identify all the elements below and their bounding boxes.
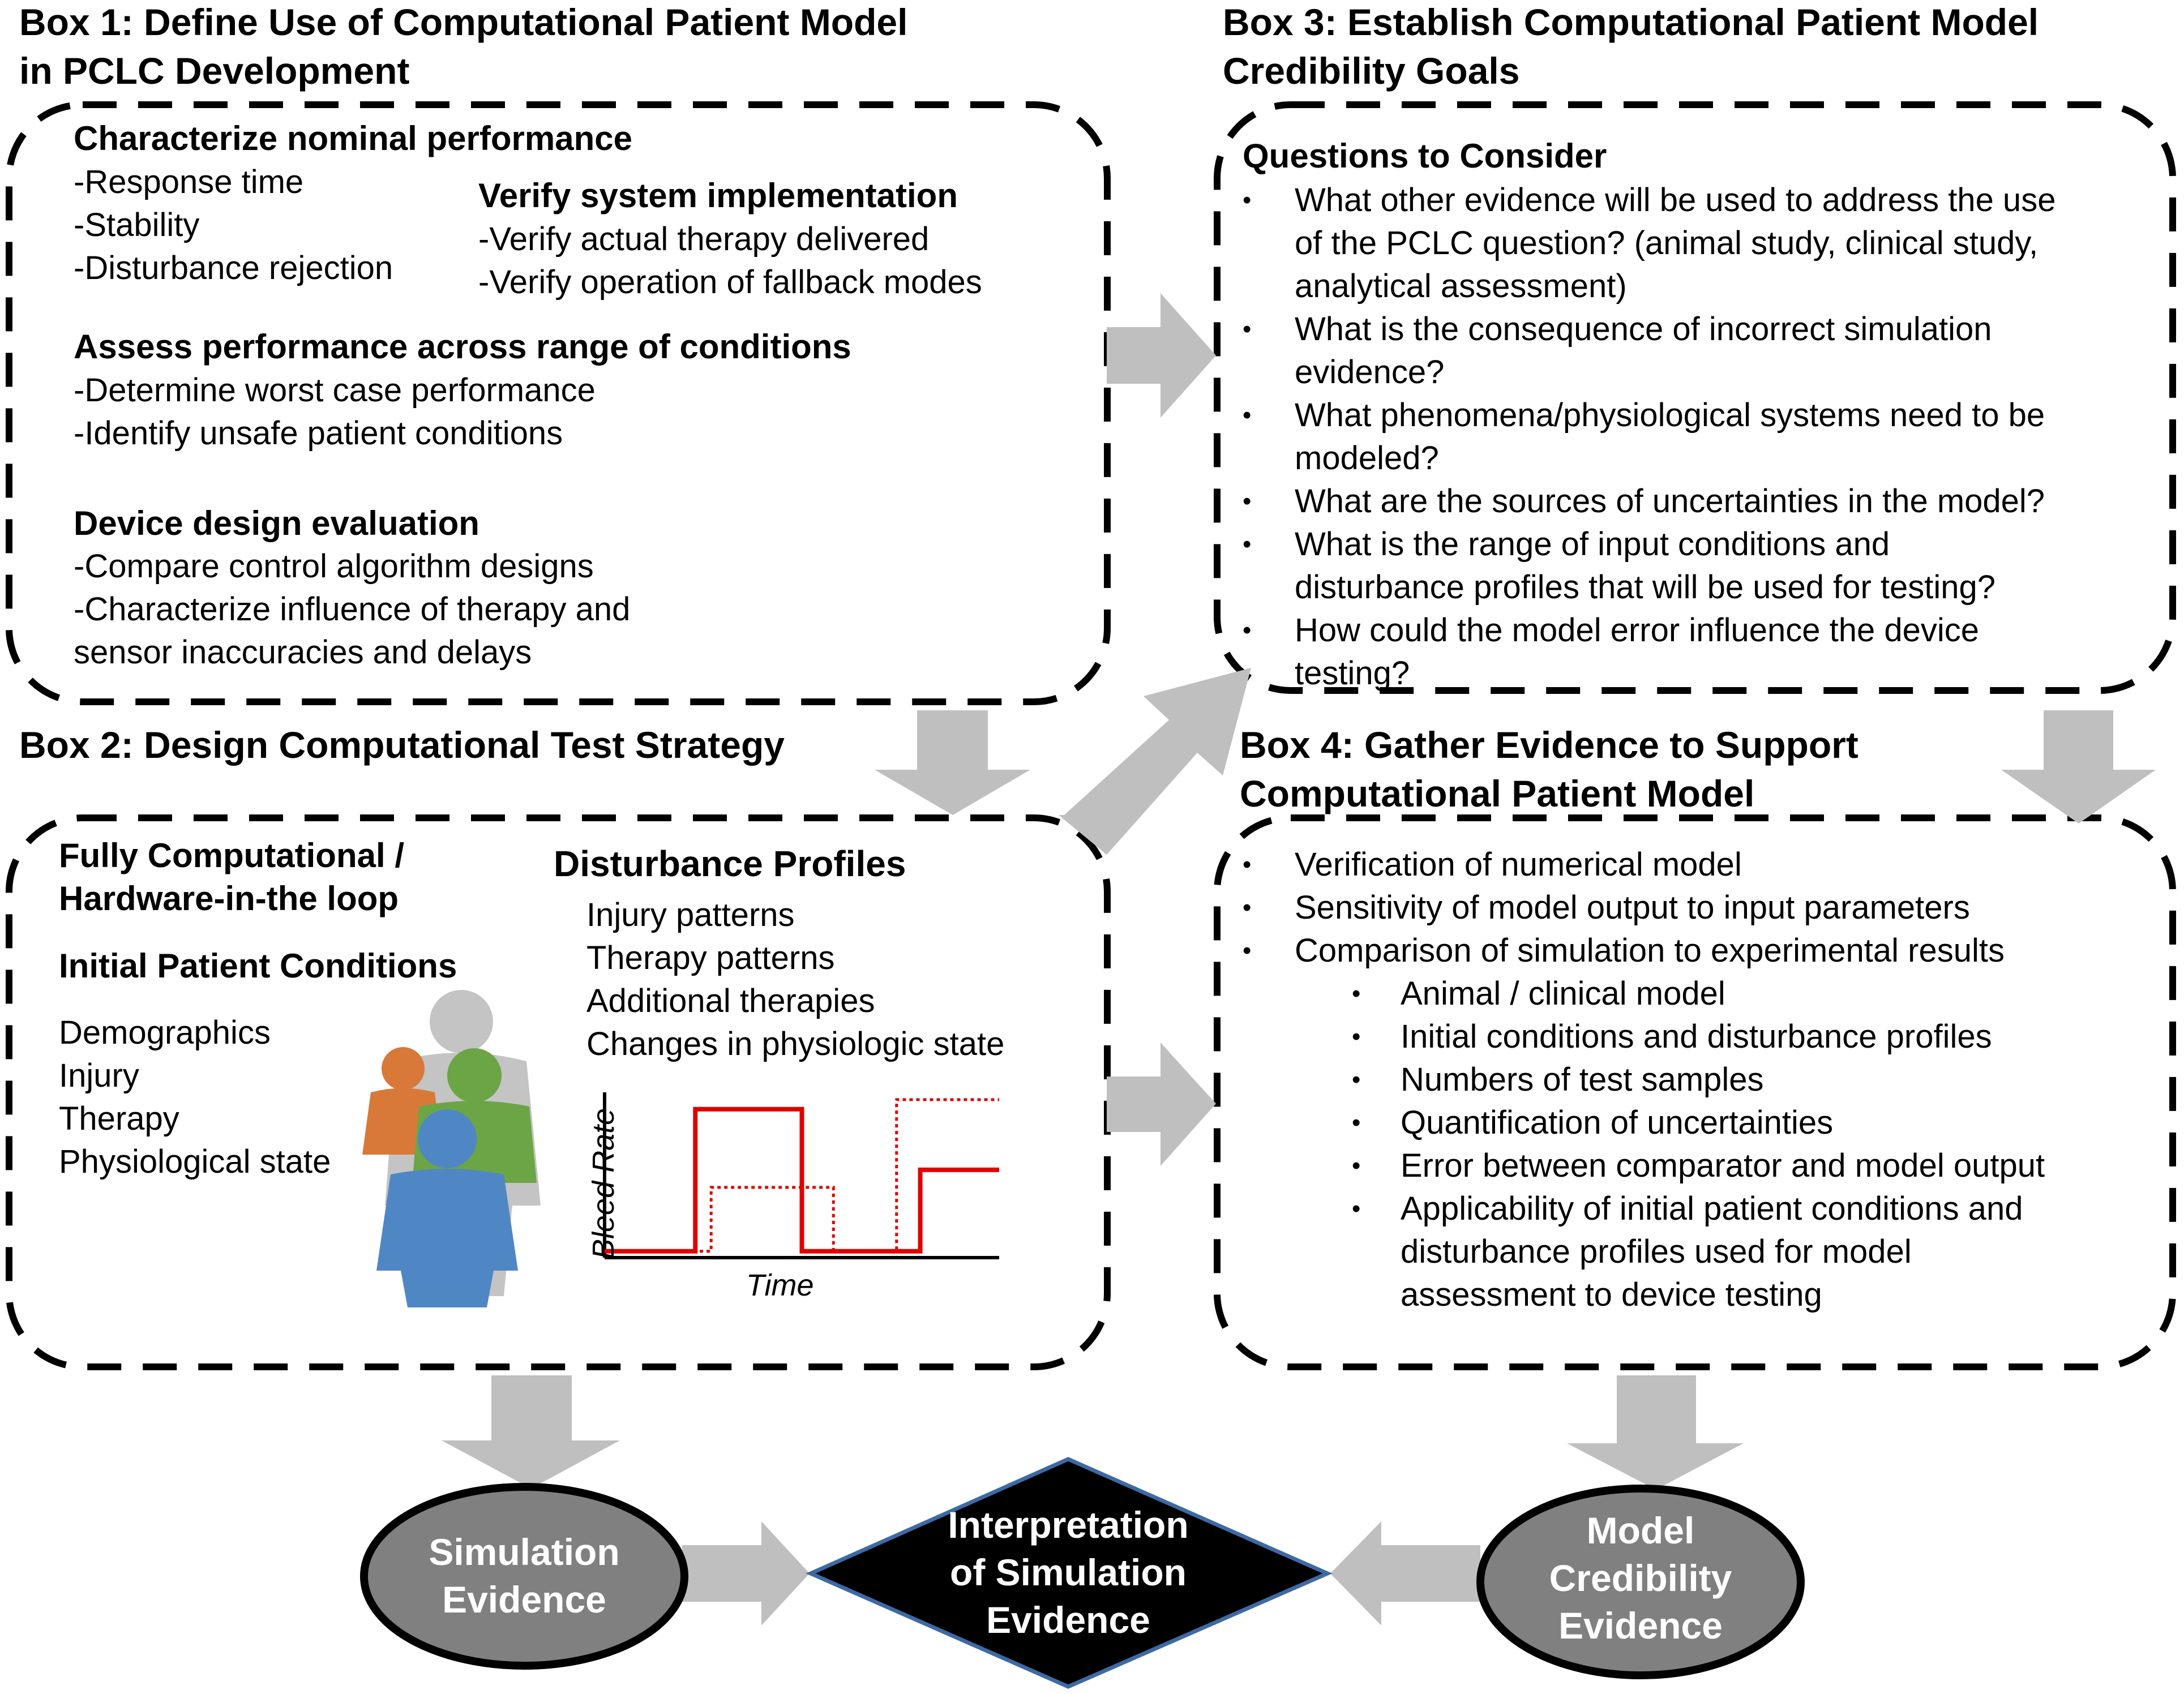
arrow-box1-to-box3 — [1107, 293, 1216, 418]
question-item: What other evidence will be used to addr… — [1243, 179, 2055, 308]
arrow-box2-to-simulation — [442, 1375, 620, 1489]
chart-series-dotted-line — [605, 1098, 999, 1253]
box2-mode-line1: Fully Computational / — [59, 837, 404, 874]
arrow-box2-to-box4 — [1107, 1043, 1216, 1166]
credibility-evidence-oval — [1476, 1485, 1805, 1679]
box1-nominal-item: -Response time — [74, 164, 304, 200]
box1-design-heading: Device design evaluation — [74, 504, 479, 542]
question-item: What is the range of input conditions an… — [1243, 523, 2055, 609]
box2-ipc-item: Injury — [59, 1057, 139, 1094]
box3-questions-list: What other evidence will be used to addr… — [1243, 179, 2055, 695]
box1-nominal-heading: Characterize nominal performance — [74, 119, 632, 157]
box1-design-item: sensor inaccuracies and delays — [74, 634, 532, 671]
box3-title-line1: Box 3: Establish Computational Patient M… — [1223, 1, 2039, 43]
box2-ipc-item: Demographics — [59, 1014, 271, 1051]
box1-nominal-item: -Disturbance rejection — [74, 250, 393, 286]
box1-frame — [6, 101, 1111, 705]
evidence-item: Comparison of simulation to experimental… — [1243, 929, 2005, 972]
box4-frame — [1214, 814, 2176, 1370]
comparison-subitem: Error between comparator and model outpu… — [1352, 1144, 2045, 1187]
box1-verify-item: -Verify actual therapy delivered — [478, 221, 930, 258]
box2-title: Box 2: Design Computational Test Strateg… — [19, 724, 785, 766]
simulation-evidence-oval — [360, 1483, 688, 1670]
arrow-credibility-to-interpretation — [1330, 1521, 1480, 1626]
comparison-subitem: Animal / clinical model — [1352, 972, 2045, 1015]
box2-dp-heading: Disturbance Profiles — [554, 843, 906, 884]
box4-title-line2: Computational Patient Model — [1240, 773, 1755, 814]
box1-verify-item: -Verify operation of fallback modes — [478, 264, 982, 301]
arrow-box1-to-box2 — [875, 710, 1030, 815]
box1-design-item: -Compare control algorithm designs — [74, 548, 594, 585]
chart-y-axis-label: Bleed Rate — [586, 1108, 620, 1259]
comparison-subitem: Quantification of uncertainties — [1352, 1101, 2045, 1144]
box1-verify-heading: Verify system implementation — [478, 177, 958, 215]
question-item: How could the model error influence the … — [1243, 609, 2055, 695]
box2-frame — [6, 814, 1111, 1370]
question-item: What phenomena/physiological systems nee… — [1243, 394, 2055, 480]
box4-title-line1: Box 4: Gather Evidence to Support — [1240, 724, 1858, 766]
box3-questions-heading: Questions to Consider — [1243, 137, 1607, 175]
patient-group-icon — [362, 990, 541, 1307]
arrow-box2-to-box3 — [1059, 668, 1251, 855]
box1-title-line2: in PCLC Development — [19, 50, 410, 92]
box2-ipc-heading: Initial Patient Conditions — [59, 947, 457, 985]
arrow-simulation-to-interpretation — [682, 1521, 810, 1626]
box2-dp-item: Additional therapies — [586, 983, 875, 1019]
evidence-item: Sensitivity of model output to input par… — [1243, 886, 2005, 929]
box1-title-line1: Box 1: Define Use of Computational Patie… — [19, 1, 908, 43]
chart-x-axis-label: Time — [746, 1268, 814, 1302]
box2-dp-item: Therapy patterns — [586, 940, 835, 976]
arrow-box4-to-credibility — [1567, 1375, 1744, 1490]
box2-dp-item: Changes in physiologic state — [586, 1026, 1005, 1062]
box2-dp-item: Injury patterns — [586, 897, 795, 933]
box4-comparison-sublist: Animal / clinical model Initial conditio… — [1352, 972, 2045, 1316]
arrow-box3-to-box4 — [2001, 710, 2156, 824]
chart-series-solid-line — [605, 1107, 999, 1254]
interpretation-diamond — [806, 1457, 1333, 1689]
box1-assess-item: -Determine worst case performance — [74, 372, 596, 409]
box3-title-line2: Credibility Goals — [1223, 50, 1520, 92]
box2-ipc-item: Therapy — [59, 1100, 179, 1137]
evidence-item: Verification of numerical model — [1243, 843, 2005, 886]
box4-evidence-list: Verification of numerical model Sensitiv… — [1243, 843, 2005, 972]
box1-nominal-item: -Stability — [74, 207, 200, 243]
question-item: What is the consequence of incorrect sim… — [1243, 308, 2055, 394]
box1-design-item: -Characterize influence of therapy and — [74, 591, 631, 628]
comparison-subitem: Applicability of initial patient conditi… — [1352, 1187, 2045, 1316]
box3-frame — [1214, 101, 2176, 694]
box1-assess-heading: Assess performance across range of condi… — [74, 328, 851, 366]
question-item: What are the sources of uncertainties in… — [1243, 480, 2055, 523]
bleed-rate-chart — [603, 1092, 999, 1259]
comparison-subitem: Initial conditions and disturbance profi… — [1352, 1015, 2045, 1058]
box1-assess-item: -Identify unsafe patient conditions — [74, 415, 563, 452]
box2-ipc-item: Physiological state — [59, 1143, 331, 1180]
comparison-subitem: Numbers of test samples — [1352, 1058, 2045, 1101]
box2-mode-line2: Hardware-in-the loop — [59, 880, 399, 917]
